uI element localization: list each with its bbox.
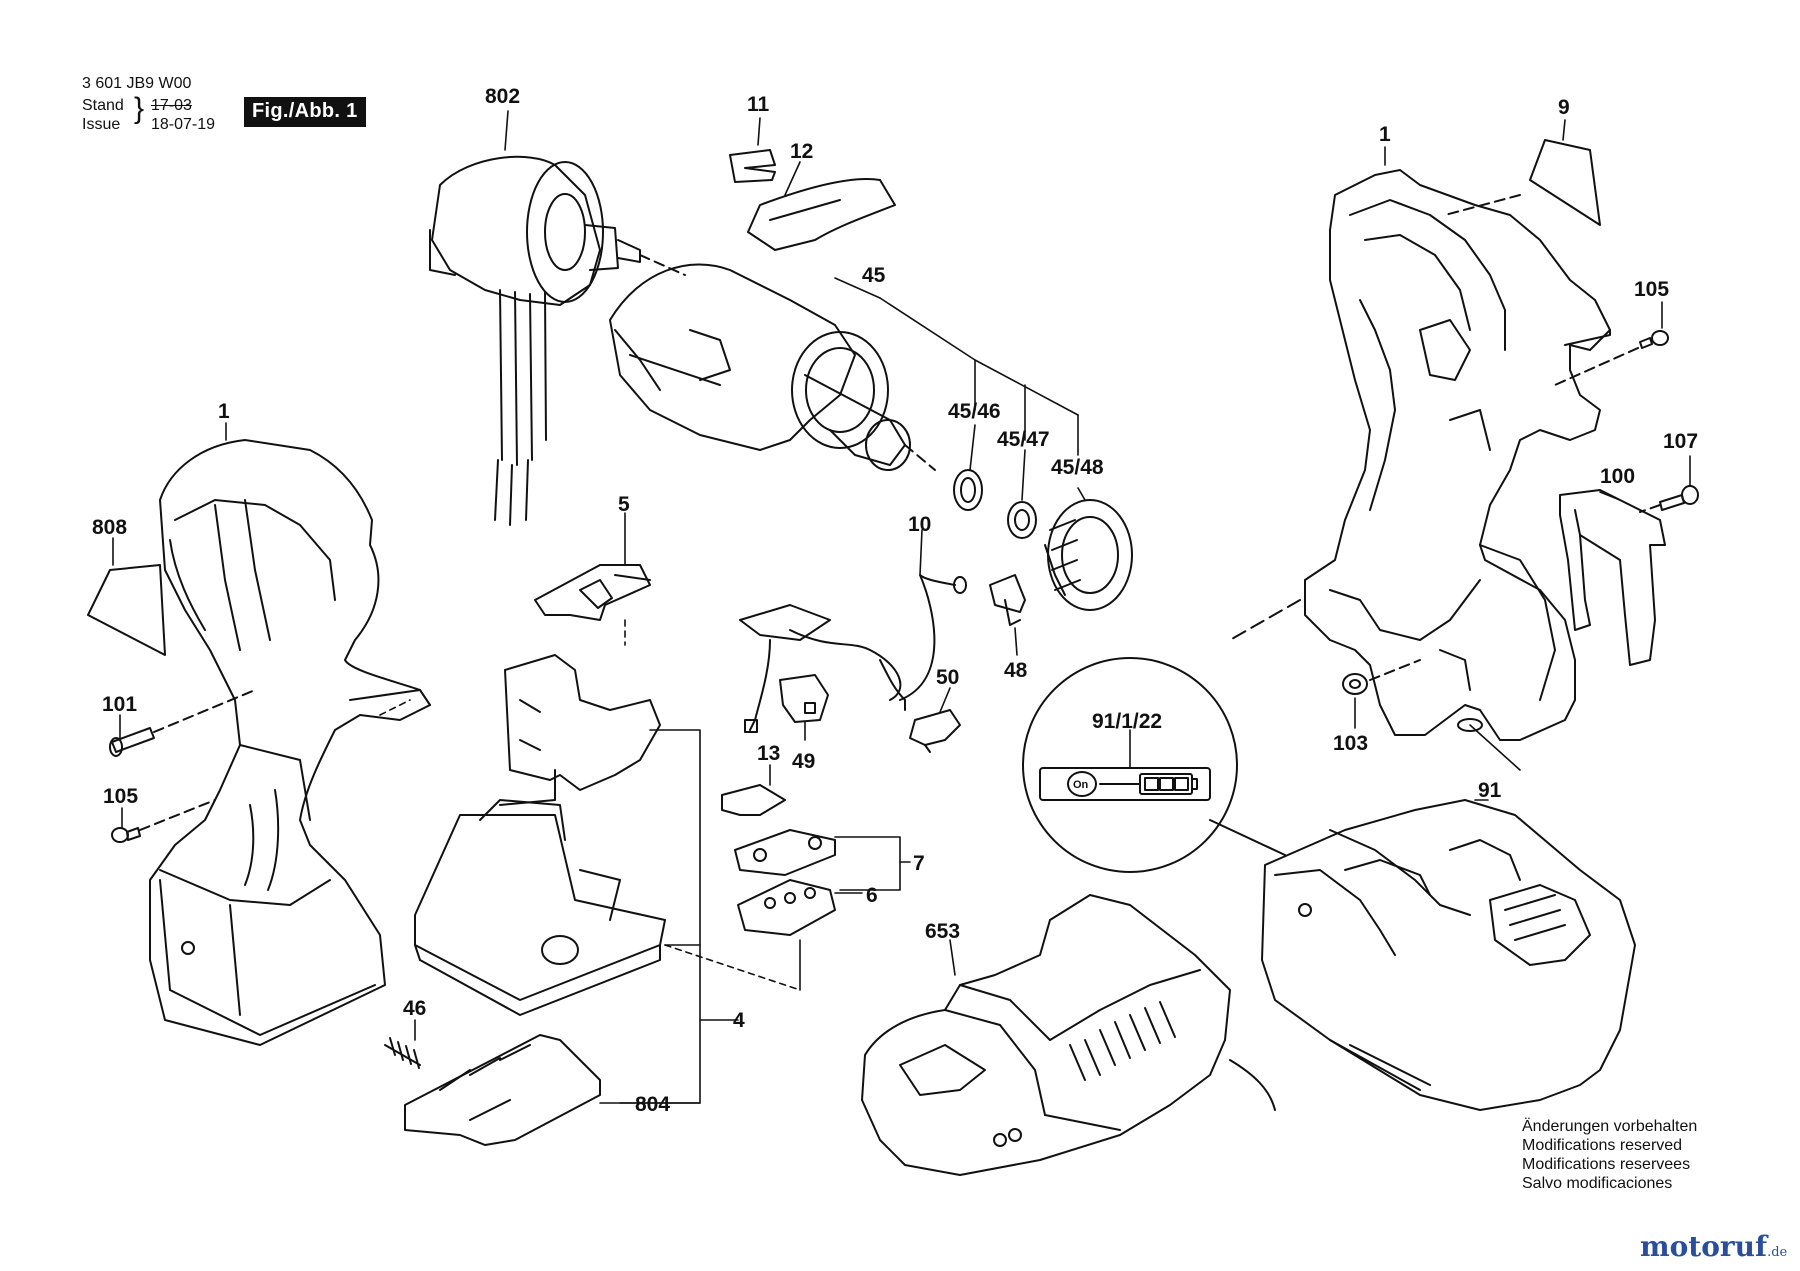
callout-101: 101 bbox=[102, 693, 137, 716]
housing-left-part bbox=[149, 439, 431, 1046]
notice-fr: Modifications reservees bbox=[1522, 1156, 1691, 1173]
cover-12-part bbox=[747, 178, 896, 251]
stand-value: 17-03 bbox=[151, 97, 192, 114]
ring-45-46-part bbox=[953, 469, 983, 511]
callout-7: 7 bbox=[913, 852, 925, 875]
battery-label-code: 91/1/22 bbox=[1092, 710, 1162, 733]
modifications-notice: Änderungen vorbehalten Modifications res… bbox=[1522, 1117, 1697, 1193]
issue-value: 18-07-19 bbox=[151, 116, 216, 133]
callout-1-left: 1 bbox=[218, 400, 230, 423]
document-number: 3 601 JB9 W00 bbox=[82, 75, 192, 92]
callout-808: 808 bbox=[92, 516, 127, 539]
electronics-module-4-part bbox=[414, 654, 666, 1016]
label-9-part bbox=[1529, 139, 1601, 226]
callout-1-right: 1 bbox=[1379, 123, 1391, 146]
callout-48: 48 bbox=[1004, 659, 1028, 682]
callout-45-46: 45/46 bbox=[948, 400, 1001, 423]
gear-housing-45-part bbox=[609, 263, 936, 471]
label-808-part bbox=[87, 564, 166, 656]
watermark-name: motoruf bbox=[1640, 1230, 1768, 1263]
callout-49: 49 bbox=[792, 750, 815, 773]
notice-de: Änderungen vorbehalten bbox=[1522, 1118, 1698, 1135]
motor-802-part bbox=[429, 155, 686, 526]
callout-46: 46 bbox=[403, 997, 426, 1020]
callout-653: 653 bbox=[925, 920, 960, 943]
battery-contact-804-part bbox=[404, 1034, 601, 1146]
callout-6: 6 bbox=[866, 884, 878, 907]
switch-5-part bbox=[534, 564, 651, 621]
callout-100: 100 bbox=[1600, 465, 1635, 488]
watermark-tld: .de bbox=[1767, 1245, 1788, 1260]
callout-105-right: 105 bbox=[1634, 278, 1669, 301]
stand-brace: } bbox=[134, 92, 145, 125]
screw-105-left-part bbox=[111, 799, 216, 843]
callout-9: 9 bbox=[1558, 96, 1570, 119]
charger-653-part bbox=[861, 894, 1276, 1176]
screw-101-part bbox=[109, 689, 256, 757]
part-13-part bbox=[721, 784, 786, 816]
screw-107-part bbox=[1639, 485, 1699, 513]
battery-label-on-text: On bbox=[1073, 779, 1089, 791]
callout-804: 804 bbox=[635, 1093, 670, 1116]
clip-11-part bbox=[729, 149, 776, 183]
callout-10: 10 bbox=[908, 513, 931, 536]
leader-lines bbox=[112, 110, 1691, 1104]
figure-badge: Fig./Abb. 1 bbox=[244, 97, 366, 127]
callout-105-left: 105 bbox=[103, 785, 138, 808]
ring-45-47-part bbox=[1007, 501, 1037, 539]
issue-label: Issue bbox=[82, 116, 121, 133]
part-50-part bbox=[909, 709, 961, 753]
nut-103-part bbox=[1342, 659, 1421, 695]
callout-11: 11 bbox=[747, 93, 770, 116]
callout-107: 107 bbox=[1663, 430, 1698, 453]
belt-clip-100-part bbox=[1559, 489, 1666, 666]
callout-45-47: 45/47 bbox=[997, 428, 1050, 451]
battery-label-detail bbox=[1022, 657, 1286, 873]
cable-10-part bbox=[739, 574, 967, 733]
battery-91-part bbox=[1261, 799, 1636, 1111]
plate-7-part bbox=[734, 829, 836, 876]
notice-en: Modifications reserved bbox=[1522, 1137, 1683, 1154]
sleeve-45-48-part bbox=[1044, 499, 1133, 611]
housing-right-part bbox=[1229, 169, 1611, 741]
button-6-part bbox=[737, 879, 836, 936]
callout-4: 4 bbox=[733, 1009, 745, 1032]
callout-5: 5 bbox=[618, 493, 630, 516]
callout-91: 91 bbox=[1478, 779, 1502, 802]
callout-103: 103 bbox=[1333, 732, 1368, 755]
callout-45: 45 bbox=[862, 264, 886, 287]
callout-labels: 802 11 12 9 1 45 105 45/46 45/47 45/48 1… bbox=[92, 85, 1698, 1116]
part-49-part bbox=[779, 674, 829, 723]
callout-12: 12 bbox=[790, 140, 813, 163]
callout-13: 13 bbox=[757, 742, 780, 765]
stand-label: Stand bbox=[82, 97, 124, 114]
callout-802: 802 bbox=[485, 85, 520, 108]
callout-50: 50 bbox=[936, 666, 959, 689]
watermark-logo: motoruf.de bbox=[1640, 1230, 1787, 1263]
screw-105-right-part bbox=[1554, 330, 1669, 386]
callout-45-48: 45/48 bbox=[1051, 456, 1104, 479]
notice-es: Salvo modificaciones bbox=[1522, 1175, 1673, 1192]
spring-46-part bbox=[384, 1037, 421, 1069]
part-48-part bbox=[989, 574, 1026, 626]
